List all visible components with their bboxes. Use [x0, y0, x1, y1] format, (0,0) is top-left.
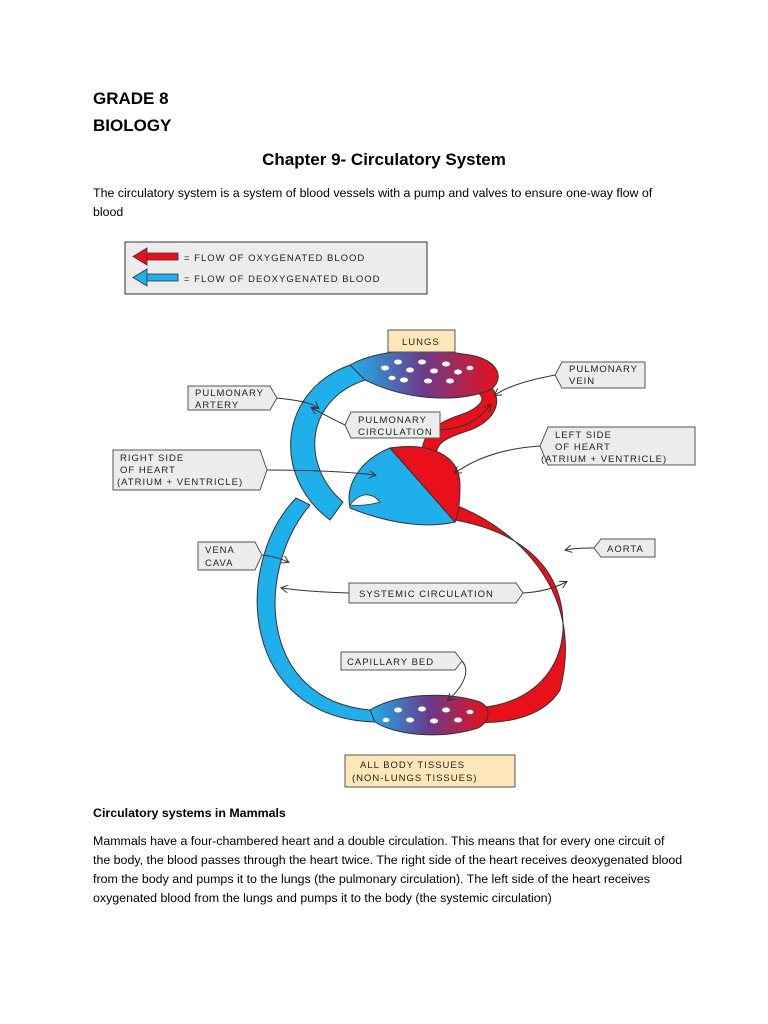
- legend-oxygenated-label: = FLOW OF OXYGENATED BLOOD: [184, 253, 365, 264]
- body-capillaries: [369, 694, 489, 736]
- svg-text:LUNGS: LUNGS: [402, 337, 440, 348]
- svg-text:VEIN: VEIN: [569, 376, 595, 387]
- svg-text:CIRCULATION: CIRCULATION: [358, 427, 433, 438]
- svg-text:ALL BODY TISSUES: ALL BODY TISSUES: [360, 760, 465, 771]
- lung-capillaries: [349, 350, 499, 399]
- svg-text:AORTA: AORTA: [607, 544, 644, 555]
- heart: [348, 446, 461, 526]
- svg-text:PULMONARY: PULMONARY: [195, 388, 264, 399]
- svg-text:(NON-LUNGS TISSUES): (NON-LUNGS TISSUES): [352, 773, 477, 784]
- svg-text:VENA: VENA: [205, 545, 235, 556]
- legend-box: = FLOW OF OXYGENATED BLOOD = FLOW OF DEO…: [124, 241, 428, 295]
- svg-text:OF HEART: OF HEART: [120, 465, 176, 476]
- svg-text:(ATRIUM + VENTRICLE): (ATRIUM + VENTRICLE): [117, 477, 243, 488]
- section-heading: Circulatory systems in Mammals: [93, 806, 286, 820]
- pulmonary-artery-tag: PULMONARY ARTERY: [187, 385, 318, 411]
- legend-deoxygenated-label: = FLOW OF DEOXYGENATED BLOOD: [184, 274, 380, 285]
- svg-text:PULMONARY: PULMONARY: [569, 364, 638, 375]
- lungs-label: LUNGS: [387, 329, 456, 353]
- grade-heading: GRADE 8: [93, 89, 169, 108]
- subject-heading: BIOLOGY: [93, 116, 172, 135]
- svg-text:PULMONARY: PULMONARY: [358, 415, 427, 426]
- body-paragraph: Mammals have a four-chambered heart and …: [93, 834, 683, 905]
- pulmonary-vein-tag: PULMONARY VEIN: [495, 361, 646, 395]
- capillary-bed-tag: CAPILLARY BED: [340, 651, 467, 700]
- aorta-tag: AORTA: [566, 538, 656, 558]
- svg-text:SYSTEMIC CIRCULATION: SYSTEMIC CIRCULATION: [359, 589, 494, 600]
- svg-text:RIGHT SIDE: RIGHT SIDE: [120, 453, 184, 464]
- svg-text:CAPILLARY BED: CAPILLARY BED: [347, 657, 434, 668]
- deoxygenated-arrow-icon: [132, 268, 179, 287]
- vena-cava-tag: VENA CAVA: [197, 541, 288, 571]
- systemic-loop: [256, 497, 566, 723]
- right-side-heart-tag: RIGHT SIDE OF HEART (ATRIUM + VENTRICLE): [112, 449, 375, 491]
- systemic-circulation-tag: SYSTEMIC CIRCULATION: [282, 582, 566, 604]
- svg-text:(ATRIUM + VENTRICLE): (ATRIUM + VENTRICLE): [541, 454, 667, 465]
- svg-text:ARTERY: ARTERY: [195, 400, 239, 411]
- intro-paragraph: The circulatory system is a system of bl…: [93, 186, 653, 219]
- svg-text:CAVA: CAVA: [205, 558, 233, 569]
- body-tissues-label: ALL BODY TISSUES (NON-LUNGS TISSUES): [344, 754, 516, 788]
- oxygenated-arrow-icon: [132, 247, 179, 266]
- svg-text:OF HEART: OF HEART: [555, 442, 611, 453]
- chapter-title: Chapter 9- Circulatory System: [262, 150, 506, 169]
- circulatory-system-diagram: = FLOW OF OXYGENATED BLOOD = FLOW OF DEO…: [112, 241, 696, 788]
- pulmonary-circulation-tag: PULMONARY CIRCULATION: [312, 405, 490, 439]
- svg-text:LEFT SIDE: LEFT SIDE: [555, 430, 612, 441]
- left-side-heart-tag: LEFT SIDE OF HEART (ATRIUM + VENTRICLE): [455, 426, 696, 473]
